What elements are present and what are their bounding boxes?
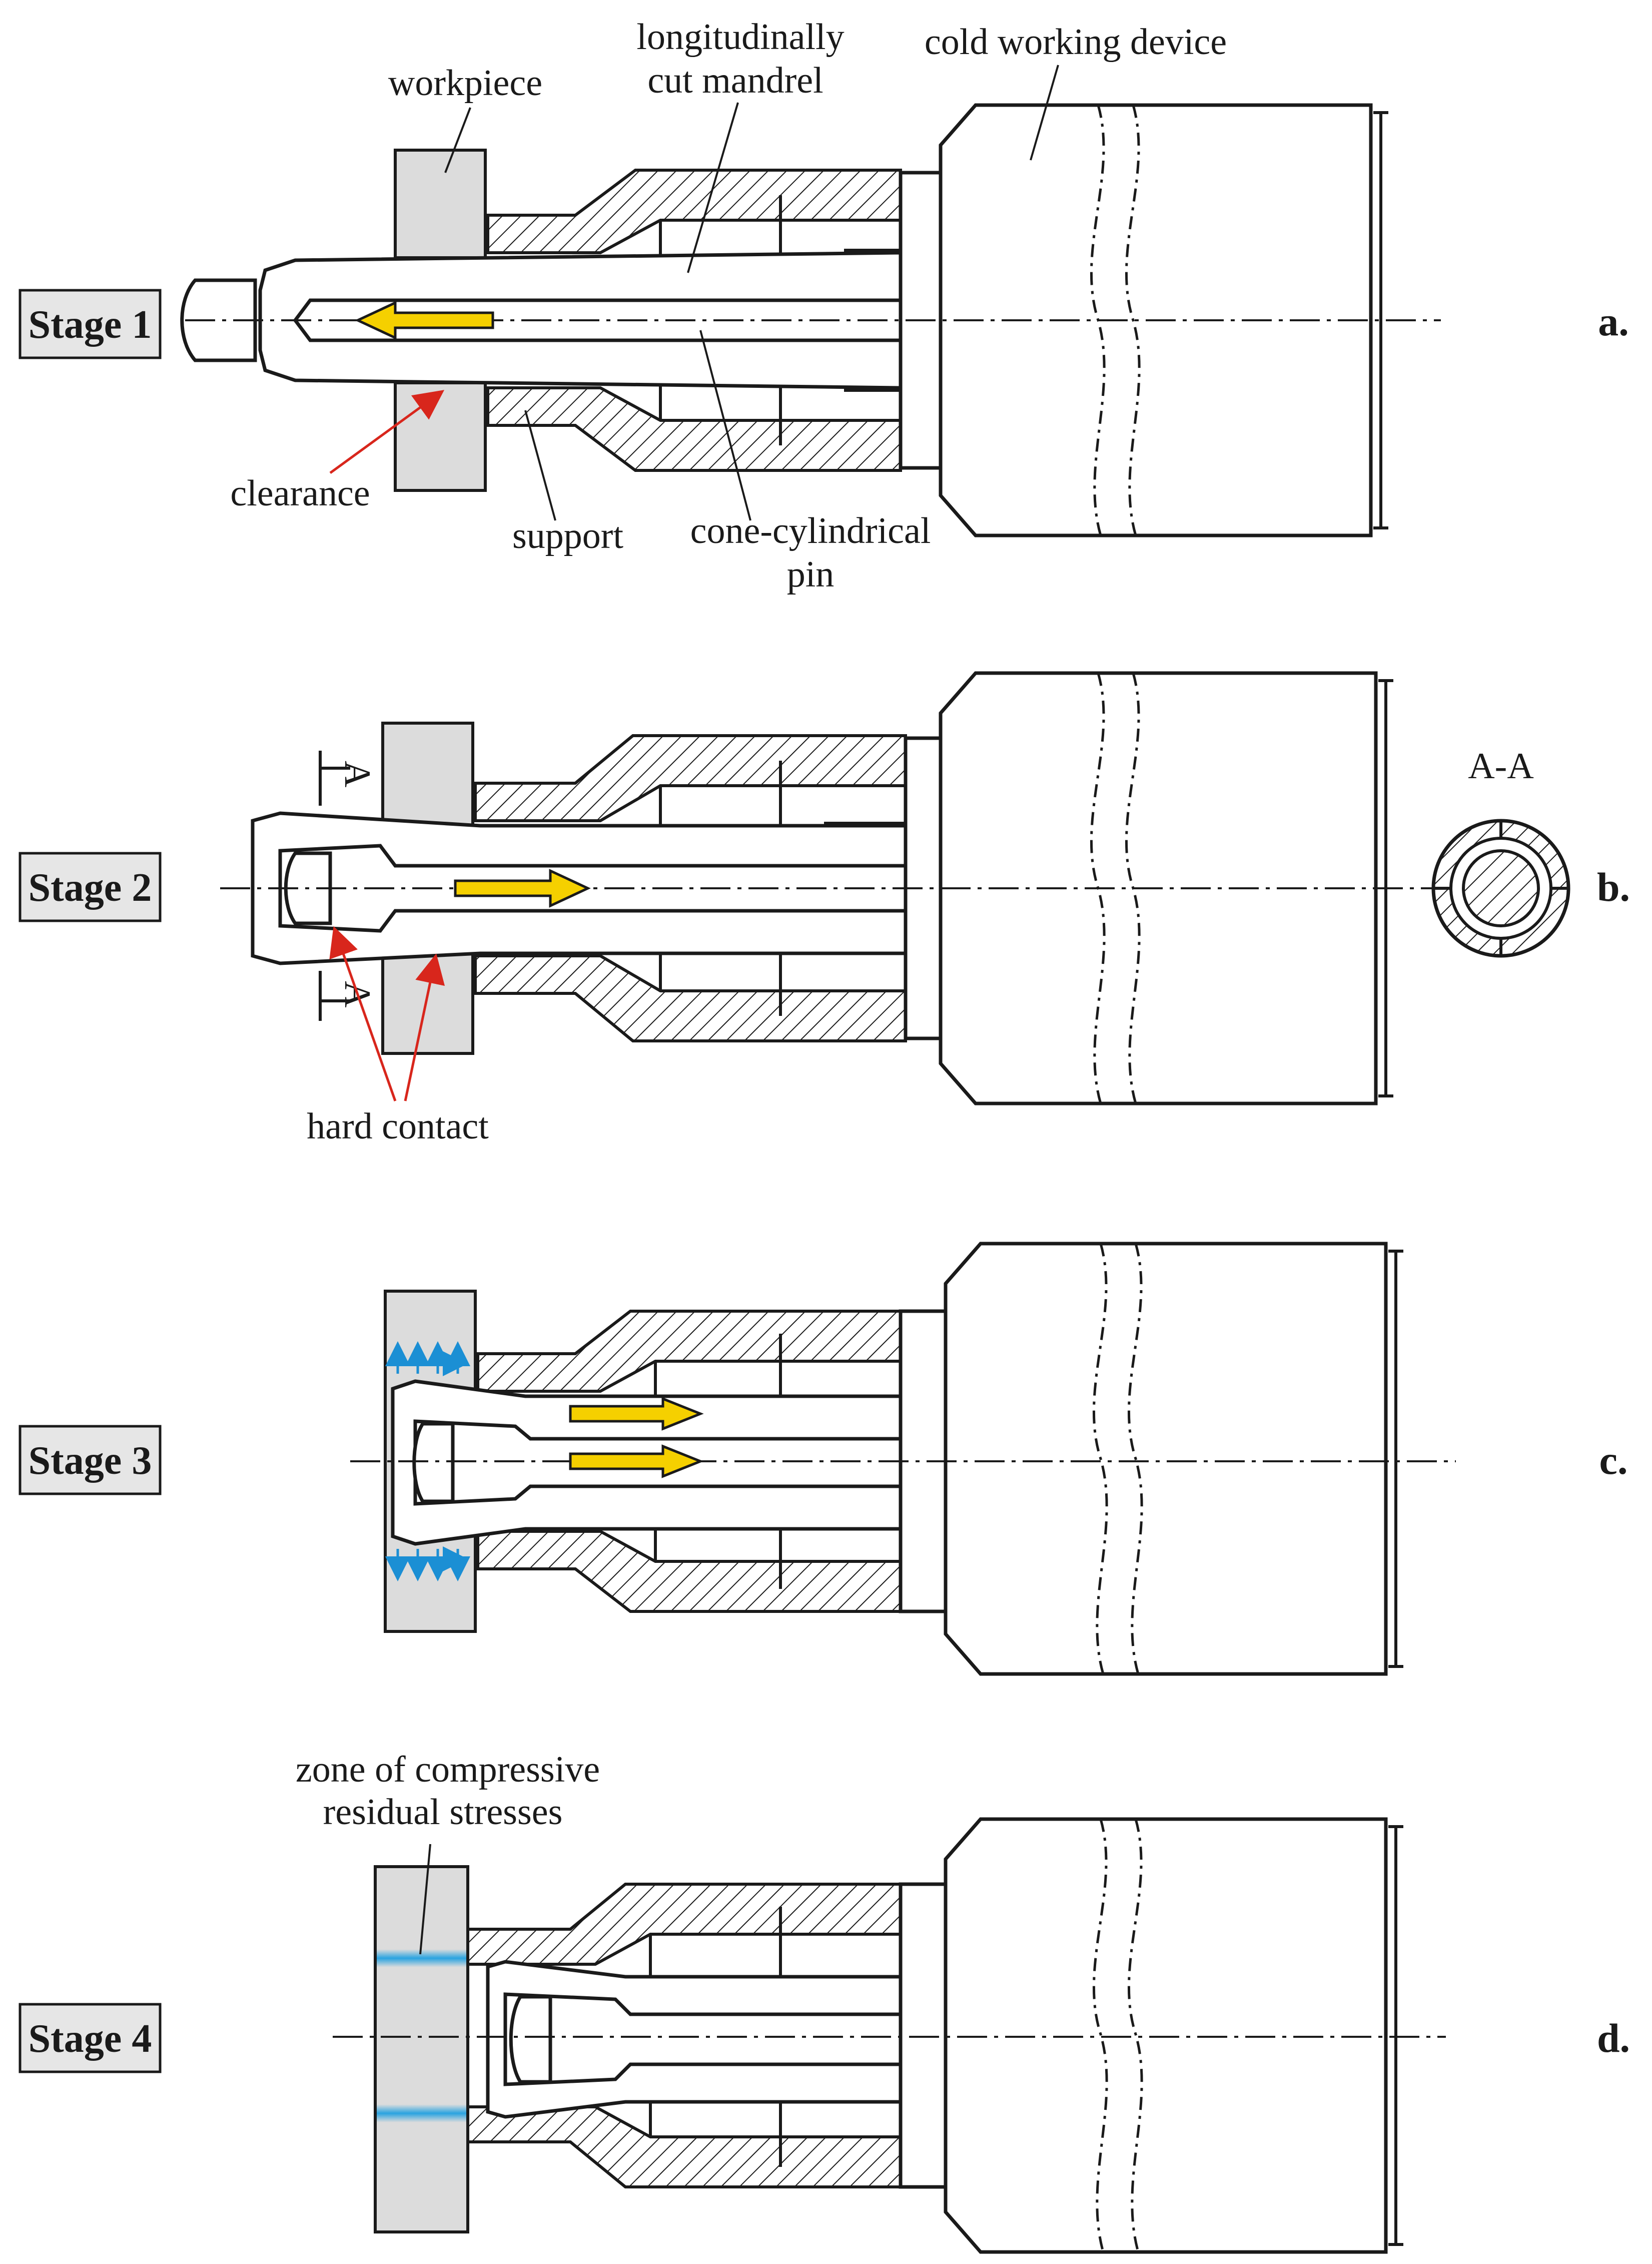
support — [466, 1883, 902, 1966]
zone-leader — [419, 1844, 431, 1955]
cold-working-device — [944, 1817, 1388, 2254]
stage-2-label: Stage 2 — [29, 866, 152, 910]
cross-section-a-a — [1431, 819, 1570, 958]
break-line — [1127, 1819, 1143, 2252]
pin-label-line1: cone-cylindrical — [690, 510, 931, 551]
support-lower — [474, 954, 907, 1042]
stage-1-diagram: workpiece longitudinally cut mandrel col… — [19, 17, 1629, 595]
stage-1-letter: a. — [1598, 299, 1629, 344]
stage-2-letter: b. — [1597, 864, 1630, 910]
mandrel-label-line2: cut mandrel — [647, 60, 823, 101]
break-line — [1092, 1819, 1108, 2252]
support-label: support — [512, 515, 623, 556]
section-label: A-A — [1468, 746, 1534, 787]
support-lower — [466, 2105, 902, 2188]
section-mark-top-label: A — [337, 761, 378, 787]
stage-2-diagram: A A A-A hard contact Stage 2 b. — [19, 671, 1630, 1147]
stage-4-diagram: zone of compressive residual stresses St… — [19, 1749, 1630, 2254]
clearance-label: clearance — [230, 473, 370, 514]
stage-3-letter: c. — [1599, 1437, 1628, 1483]
support-lower — [476, 1530, 902, 1613]
clearance-leader — [329, 390, 445, 474]
support — [476, 1310, 902, 1393]
motion-arrow-right-lower — [569, 1444, 704, 1478]
workpiece-label: workpiece — [388, 63, 542, 104]
zone-label-line2: residual stresses — [323, 1792, 563, 1833]
support — [486, 169, 902, 254]
workpiece-leader — [444, 107, 471, 173]
compressive-stress-zone-upper — [377, 1949, 466, 1967]
zone-label-line1: zone of compressive — [296, 1749, 600, 1790]
stage-1-box — [19, 289, 162, 359]
mandrel-leader — [687, 102, 739, 273]
pin-label-line2: pin — [787, 554, 835, 595]
stage-4-box — [19, 2003, 162, 2073]
motion-arrow-right — [454, 869, 591, 908]
stage-4-letter: d. — [1597, 2015, 1630, 2061]
compressive-stress-zone-lower — [377, 2104, 466, 2122]
support — [474, 734, 907, 822]
break-line — [1127, 1243, 1143, 1674]
motion-arrow-left — [355, 301, 494, 340]
stage-3-box — [19, 1425, 162, 1495]
pin-head — [412, 1422, 455, 1503]
hard-contact-leader-1 — [329, 926, 397, 1101]
pin-head — [509, 1995, 552, 2084]
workpiece-lower — [381, 947, 474, 1055]
break-line — [1125, 105, 1141, 536]
stage-4-label: Stage 4 — [29, 2017, 152, 2061]
stress-arrows-upper — [385, 1341, 470, 1376]
stage-3-label: Stage 3 — [29, 1439, 152, 1483]
mandrel-label-line1: longitudinally — [636, 17, 844, 58]
workpiece-upper — [381, 722, 474, 830]
break-line — [1092, 1243, 1108, 1674]
workpiece-lower — [394, 381, 487, 492]
workpiece — [374, 1865, 469, 2233]
stress-arrows-lower — [385, 1546, 470, 1581]
cone-cylindrical-pin — [278, 844, 908, 933]
stage-3-diagram: Stage 3 c. — [19, 1242, 1628, 1676]
hard-contact-label: hard contact — [307, 1106, 489, 1147]
support-leader — [524, 410, 556, 521]
device-leader — [1030, 65, 1059, 161]
pin-head — [180, 278, 257, 362]
workpiece-upper — [394, 149, 487, 259]
pin-leader — [699, 330, 751, 521]
motion-arrow-right-upper — [569, 1397, 704, 1431]
support-lower — [486, 386, 902, 472]
cold-working-device — [944, 1242, 1388, 1676]
stage-1-label: Stage 1 — [29, 303, 152, 347]
hard-contact-leader-2 — [404, 953, 445, 1101]
stage-2-box — [19, 852, 162, 922]
device-label: cold working device — [925, 22, 1227, 63]
